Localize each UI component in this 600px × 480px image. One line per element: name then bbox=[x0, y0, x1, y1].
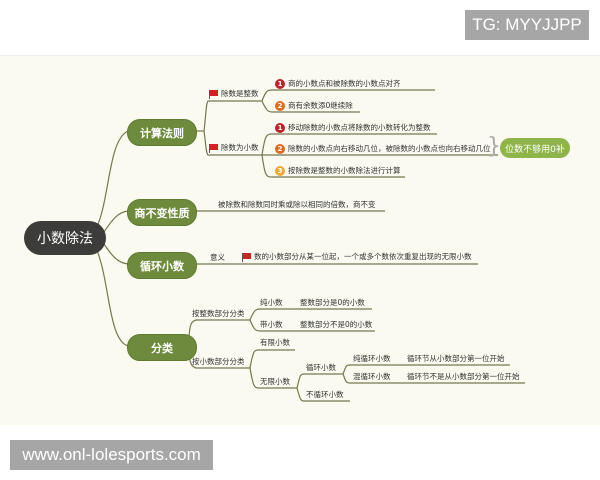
mixed-decimal-node[interactable]: 带小数 bbox=[260, 320, 283, 329]
divisor-decimal-node[interactable]: 除数为小数 bbox=[209, 143, 259, 153]
flag-icon bbox=[242, 253, 251, 262]
divisor-integer-node[interactable]: 除数是整数 bbox=[209, 89, 259, 99]
pure-repeating-node[interactable]: 纯循环小数 bbox=[353, 354, 391, 363]
branch-quotient-invariance[interactable]: 商不变性质 bbox=[127, 199, 197, 226]
number-1-icon: 1 bbox=[275, 123, 285, 133]
quotient-invariance-text[interactable]: 被除数和除数同时乘或除以相同的倍数，商不变 bbox=[218, 200, 376, 209]
by-decimal-part-node[interactable]: 按小数部分分类 bbox=[192, 357, 245, 366]
mixed-repeating-node[interactable]: 混循环小数 bbox=[353, 372, 391, 381]
number-2-icon: 2 bbox=[275, 144, 285, 154]
infinite-decimal-node[interactable]: 无限小数 bbox=[260, 377, 290, 386]
flag-icon bbox=[209, 90, 218, 99]
meaning-label[interactable]: 意义 bbox=[210, 253, 225, 262]
root-node[interactable]: 小数除法 bbox=[24, 221, 106, 255]
finite-decimal-node[interactable]: 有限小数 bbox=[260, 338, 290, 347]
mixed-repeating-desc: 循环节不是从小数部分第一位开始 bbox=[407, 372, 520, 381]
branch-calculation-rules[interactable]: 计算法则 bbox=[127, 119, 197, 146]
number-1-icon: 1 bbox=[275, 79, 285, 89]
pure-decimal-node[interactable]: 纯小数 bbox=[260, 298, 283, 307]
brace-icon: } bbox=[487, 134, 501, 159]
flag-icon bbox=[209, 144, 218, 153]
pure-repeating-desc: 循环节从小数部分第一位开始 bbox=[407, 354, 505, 363]
by-integer-part-node[interactable]: 按整数部分分类 bbox=[192, 309, 245, 318]
branch-repeating-decimal[interactable]: 循环小数 bbox=[127, 252, 197, 279]
repeating-decimal-definition[interactable]: 数的小数部分从某一位起，一个或多个数依次重复出现的无限小数 bbox=[242, 252, 472, 262]
note-tag[interactable]: 位数不够用0补 bbox=[500, 138, 570, 158]
non-repeating-decimal-node[interactable]: 不循环小数 bbox=[306, 390, 344, 399]
repeating-decimal-node[interactable]: 循环小数 bbox=[306, 363, 336, 372]
branch-classification[interactable]: 分类 bbox=[127, 334, 197, 361]
watermark-bottom[interactable]: www.onl-lolesports.com bbox=[10, 440, 213, 470]
number-3-icon: 3 bbox=[275, 166, 285, 176]
number-2-icon: 2 bbox=[275, 101, 285, 111]
pure-decimal-desc: 整数部分是0的小数 bbox=[300, 298, 365, 307]
watermark-top: TG: MYYJJPP bbox=[465, 10, 589, 40]
mixed-decimal-desc: 整数部分不是0的小数 bbox=[300, 320, 373, 329]
